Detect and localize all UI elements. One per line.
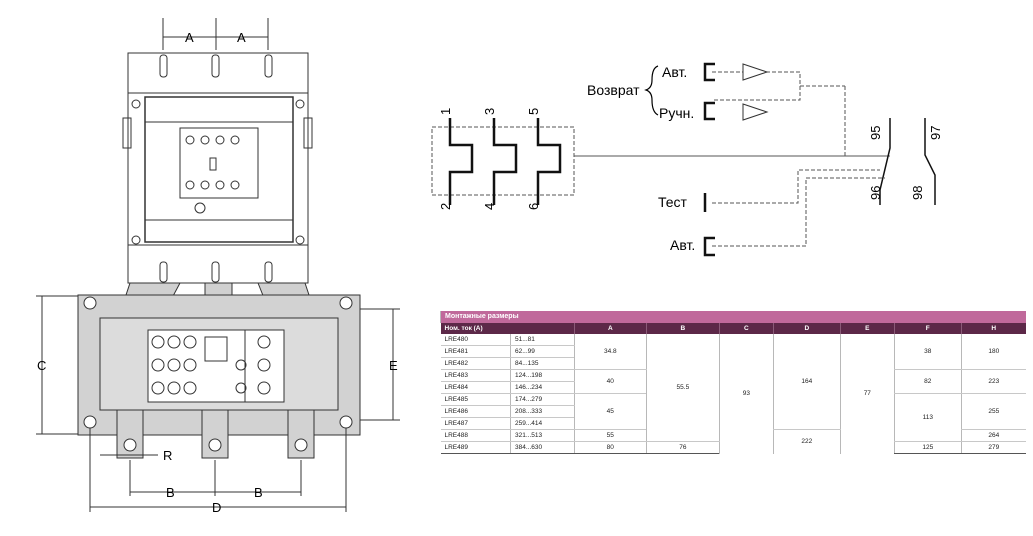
col-header-range [510, 323, 574, 334]
col-header-f: F [894, 323, 962, 334]
terminal-4: 4 [482, 203, 497, 210]
col-header-a: A [573, 323, 647, 334]
dim-label-a-right: A [237, 30, 246, 45]
test-label: Тест [658, 194, 688, 210]
terminal-6: 6 [526, 203, 541, 210]
col-header-d: D [773, 323, 841, 334]
schematic-lines [431, 71, 890, 247]
terminal-3: 3 [482, 108, 497, 115]
contact-96: 96 [868, 186, 883, 200]
schematic-triangles [742, 63, 769, 121]
relay-face-details [151, 135, 271, 395]
auto-reset-label: Авт. [662, 64, 687, 80]
relay-outline-drawing [36, 18, 400, 512]
dim-label-c: C [37, 358, 46, 373]
terminal-1: 1 [438, 108, 453, 115]
dim-label-b-left: B [166, 485, 175, 500]
dimension-labels: A A C E R B B D [37, 30, 398, 515]
col-header-model: Ном. ток (A) [440, 323, 511, 334]
contact-98: 98 [910, 186, 925, 200]
dim-label-a-left: A [185, 30, 194, 45]
mounting-dimensions-table: Монтажные размеры Ном. ток (A) A B C D E… [440, 311, 1026, 454]
terminal-5: 5 [526, 108, 541, 115]
col-header-b: B [646, 323, 720, 334]
auto-label: Авт. [670, 237, 695, 253]
dim-label-d: D [212, 500, 221, 515]
contact-97: 97 [928, 126, 943, 140]
dim-label-b-right: B [254, 485, 263, 500]
contact-95: 95 [868, 126, 883, 140]
brace-icon [644, 65, 659, 116]
schematic-labels: Возврат Авт. Ручн. Тест Авт. 1 3 5 2 4 6… [438, 64, 943, 253]
dim-label-r: R [163, 448, 172, 463]
table-title: Монтажные размеры [440, 311, 1026, 323]
table-header-row: Ном. ток (A) A B C D E F H [440, 323, 1026, 334]
manual-reset-label: Ручн. [659, 105, 694, 121]
schematic-heaters [448, 62, 936, 257]
reset-label: Возврат [587, 82, 640, 98]
col-header-c: C [718, 323, 774, 334]
dim-label-e: E [389, 358, 398, 373]
terminal-2: 2 [438, 203, 453, 210]
col-header-e: E [839, 323, 895, 334]
col-header-h: H [960, 323, 1026, 334]
